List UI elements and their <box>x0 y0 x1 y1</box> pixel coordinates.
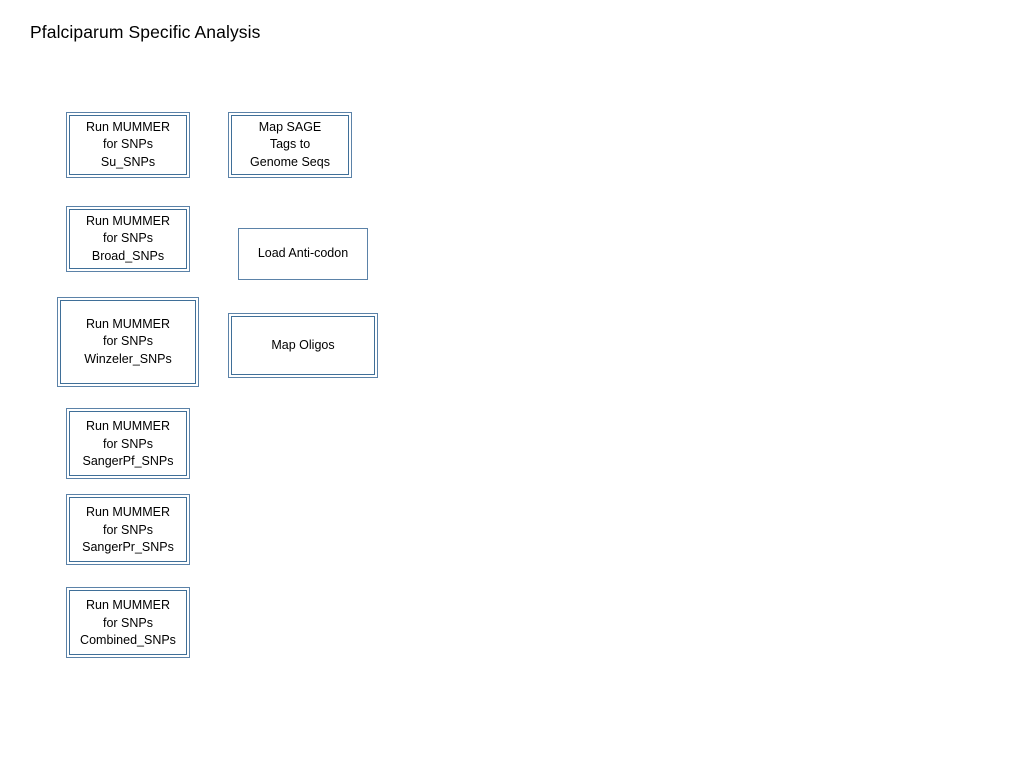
process-node-map-oligos[interactable]: Map Oligos <box>228 313 378 378</box>
process-node-label: Load Anti-codon <box>257 246 349 261</box>
process-node-run-mummer-broad-snps[interactable]: Run MUMMER for SNPs Broad_SNPs <box>66 206 190 272</box>
process-node-run-mummer-su-snps[interactable]: Run MUMMER for SNPs Su_SNPs <box>66 112 190 178</box>
process-node-label: Run MUMMER for SNPs Combined_SNPs <box>80 598 176 647</box>
process-node-frame: Map Oligos <box>231 316 375 375</box>
process-node-label: Run MUMMER for SNPs Broad_SNPs <box>85 213 171 263</box>
process-node-run-mummer-sangerpf-snps[interactable]: Run MUMMER for SNPs SangerPf_SNPs <box>66 408 190 479</box>
process-node-label: Map SAGE Tags to Genome Seqs <box>250 119 330 169</box>
process-node-run-mummer-sangerpr-snps[interactable]: Run MUMMER for SNPs SangerPr_SNPs <box>66 494 190 565</box>
process-node-frame: Run MUMMER for SNPs SangerPf_SNPs <box>69 411 187 476</box>
process-node-label: Map Oligos <box>271 337 335 352</box>
process-node-run-mummer-winzeler-snps[interactable]: Run MUMMER for SNPs Winzeler_SNPs <box>57 297 199 387</box>
page-title: Pfalciparum Specific Analysis <box>30 22 261 42</box>
process-node-run-mummer-combined-snps[interactable]: Run MUMMER for SNPs Combined_SNPs <box>66 587 190 658</box>
process-node-frame: Run MUMMER for SNPs SangerPr_SNPs <box>69 497 187 562</box>
process-node-map-sage-tags-to-genome-seqs[interactable]: Map SAGE Tags to Genome Seqs <box>228 112 352 178</box>
process-node-label: Run MUMMER for SNPs Winzeler_SNPs <box>84 316 172 366</box>
process-node-label: Run MUMMER for SNPs SangerPf_SNPs <box>82 419 174 468</box>
process-node-frame: Run MUMMER for SNPs Su_SNPs <box>69 115 187 175</box>
process-node-frame: Map SAGE Tags to Genome Seqs <box>231 115 349 175</box>
process-node-frame: Run MUMMER for SNPs Winzeler_SNPs <box>60 300 196 384</box>
process-node-frame: Run MUMMER for SNPs Broad_SNPs <box>69 209 187 269</box>
process-node-frame: Load Anti-codon <box>239 229 367 279</box>
process-node-label: Run MUMMER for SNPs SangerPr_SNPs <box>82 505 174 554</box>
process-node-load-anti-codon[interactable]: Load Anti-codon <box>238 228 368 280</box>
process-node-label: Run MUMMER for SNPs Su_SNPs <box>85 119 171 169</box>
process-node-frame: Run MUMMER for SNPs Combined_SNPs <box>69 590 187 655</box>
